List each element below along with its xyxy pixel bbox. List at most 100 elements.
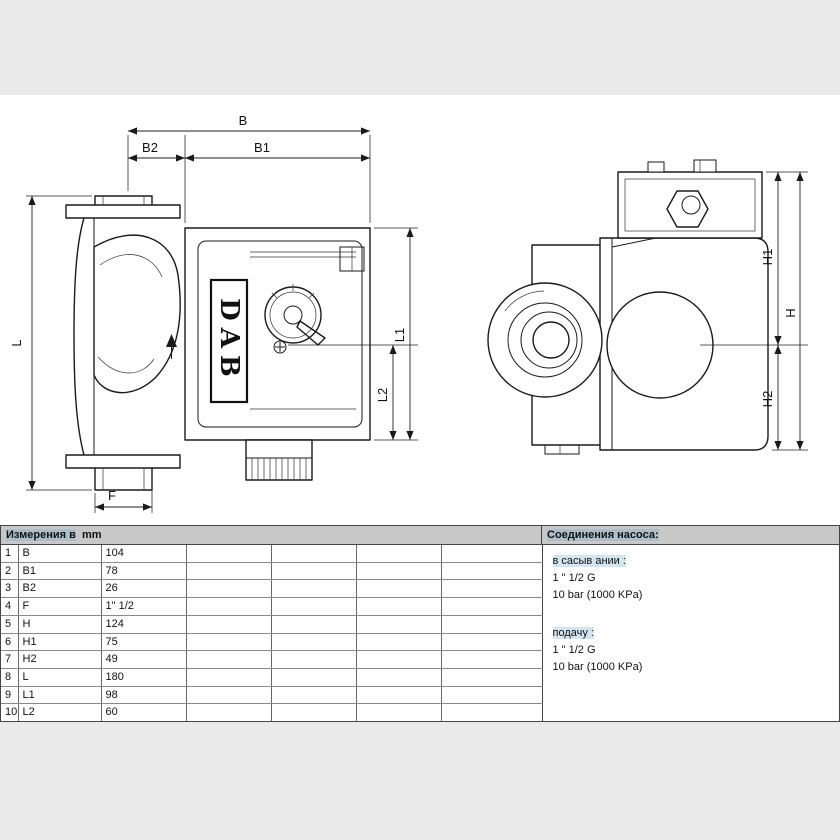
terminal-box-side xyxy=(617,159,763,239)
empty-cell xyxy=(441,615,543,634)
empty-cell xyxy=(186,579,272,599)
empty-cell xyxy=(441,562,543,581)
empty-cell xyxy=(356,703,442,722)
dim-label-l1: L1 xyxy=(392,328,407,342)
dim-label-h: H xyxy=(783,308,798,317)
empty-cell xyxy=(441,597,543,616)
row-number: 3 xyxy=(1,579,19,599)
dim-symbol: H1 xyxy=(18,633,102,652)
empty-cell xyxy=(441,686,543,705)
delivery-thread: 1 " 1/2 G xyxy=(552,644,596,656)
dim-label-b1: B1 xyxy=(254,140,270,155)
empty-cell xyxy=(271,615,357,634)
empty-cell xyxy=(186,686,272,705)
dim-value: 49 xyxy=(101,650,187,669)
empty-cell xyxy=(441,668,543,687)
empty-cell xyxy=(441,703,543,722)
dim-symbol: B2 xyxy=(18,579,102,599)
page-content: DAB xyxy=(0,95,840,723)
empty-cell xyxy=(271,562,357,581)
front-view-dimensions: B B2 B1 L L1 L2 F xyxy=(9,113,418,513)
dim-value: 180 xyxy=(101,668,187,687)
motor-end-bell xyxy=(606,291,714,399)
empty-cell xyxy=(271,579,357,599)
empty-cell xyxy=(271,545,357,563)
header-measurements-label: Измерения в xyxy=(6,529,76,541)
empty-cell xyxy=(186,650,272,669)
empty-cell xyxy=(271,597,357,616)
empty-cell xyxy=(441,633,543,652)
pump-technical-drawing: DAB xyxy=(9,113,808,513)
empty-cell xyxy=(271,703,357,722)
terminal-box-front xyxy=(245,439,313,481)
dim-label-l: L xyxy=(9,339,24,346)
empty-cell xyxy=(441,650,543,669)
dim-label-l2: L2 xyxy=(375,388,390,402)
header-connections-label: Соединения насоса: xyxy=(547,529,659,541)
empty-cell xyxy=(441,579,543,599)
header-measurements-unit: mm xyxy=(75,529,102,541)
table-header-connections: Соединения насоса: xyxy=(542,526,839,544)
top-flange xyxy=(65,204,181,219)
dim-symbol: B1 xyxy=(18,562,102,581)
dim-symbol: F xyxy=(18,597,102,616)
row-number: 7 xyxy=(1,650,19,669)
dim-label-b: B xyxy=(239,113,248,128)
dim-label-h1: H1 xyxy=(760,249,775,266)
table-header-row: Измерения в mm Соединения насоса: xyxy=(1,526,839,545)
dim-symbol: H2 xyxy=(18,650,102,669)
suction-thread: 1 " 1/2 G xyxy=(552,572,596,584)
empty-cell xyxy=(186,615,272,634)
dim-label-b2: B2 xyxy=(142,140,158,155)
empty-cell xyxy=(186,668,272,687)
empty-cell xyxy=(441,545,543,563)
delivery-label: подачу : xyxy=(552,627,594,639)
dim-symbol: L xyxy=(18,668,102,687)
dim-value: 1" 1/2 xyxy=(101,597,187,616)
suction-label: в сасыв ании : xyxy=(552,555,626,567)
side-view-dimensions: H1 H2 H xyxy=(700,171,808,451)
front-view: DAB xyxy=(65,195,371,491)
row-number: 9 xyxy=(1,686,19,705)
empty-cell xyxy=(271,633,357,652)
dim-value: 26 xyxy=(101,579,187,599)
pump-volute xyxy=(93,234,181,394)
dim-symbol: B xyxy=(18,545,102,563)
dim-value: 60 xyxy=(101,703,187,722)
suction-pressure: 10 bar (1000 KPa) xyxy=(552,589,643,601)
dim-value: 104 xyxy=(101,545,187,563)
empty-cell xyxy=(271,650,357,669)
hex-plug xyxy=(666,190,709,228)
dim-value: 75 xyxy=(101,633,187,652)
row-number: 10 xyxy=(1,703,19,722)
dim-value: 98 xyxy=(101,686,187,705)
pump-port xyxy=(487,282,603,398)
dim-symbol: H xyxy=(18,615,102,634)
dim-value: 124 xyxy=(101,615,187,634)
cover-screw xyxy=(273,340,287,354)
dim-symbol: L1 xyxy=(18,686,102,705)
connections-panel: в сасыв ании : 1 " 1/2 G 10 bar (1000 KP… xyxy=(543,545,840,721)
empty-cell xyxy=(356,686,442,705)
row-number: 5 xyxy=(1,615,19,634)
dim-label-h2: H2 xyxy=(760,391,775,408)
bottom-flange xyxy=(65,454,181,469)
empty-cell xyxy=(271,686,357,705)
delivery-pressure: 10 bar (1000 KPa) xyxy=(552,661,643,673)
empty-cell xyxy=(271,668,357,687)
flow-direction-arrow xyxy=(166,334,177,359)
row-number: 4 xyxy=(1,597,19,616)
row-number: 1 xyxy=(1,545,19,563)
table-header-measurements: Измерения в mm xyxy=(1,526,542,544)
empty-cell xyxy=(186,562,272,581)
